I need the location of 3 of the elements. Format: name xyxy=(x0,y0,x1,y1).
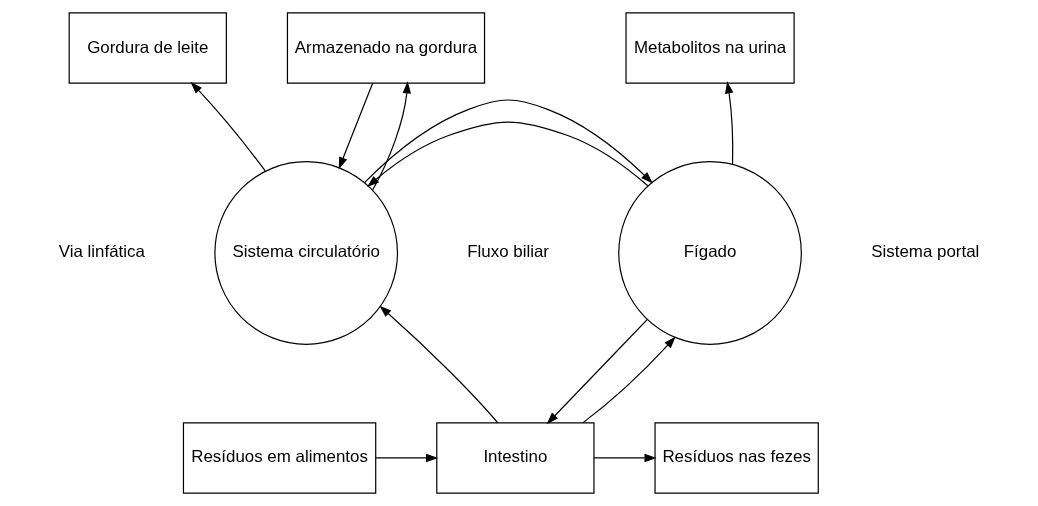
label: Sistema portal xyxy=(871,242,980,262)
label: Fluxo biliar xyxy=(467,242,549,262)
label: Via linfática xyxy=(58,242,145,262)
